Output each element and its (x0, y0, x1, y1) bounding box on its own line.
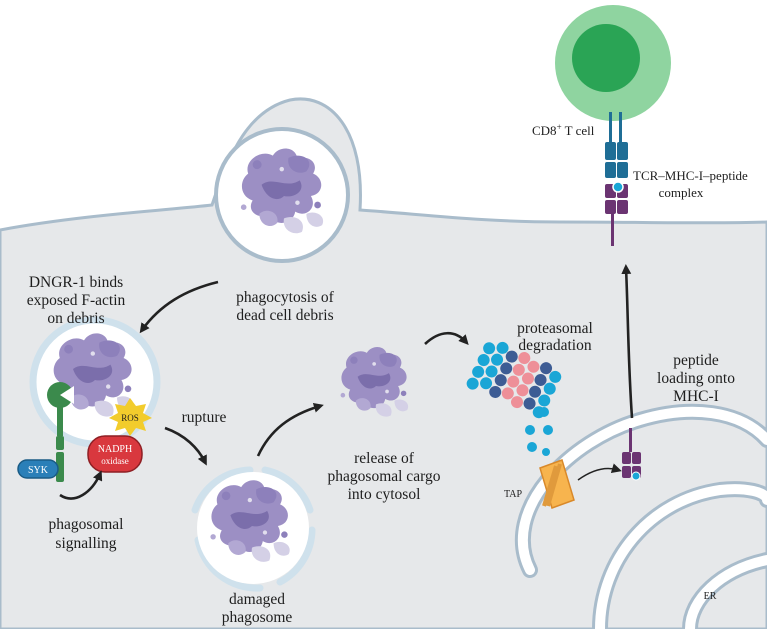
arrow-to-surface (621, 264, 634, 419)
nadph-label-line1: NADPH (98, 444, 132, 455)
er-label: ER (704, 591, 717, 602)
damaged-phagosome-label-line2: phagosome (222, 609, 293, 626)
release-label-line3: into cytosol (348, 486, 421, 503)
signalling-label-line2: signalling (55, 535, 116, 552)
nadph-oxidase-icon (87, 435, 143, 473)
dngr1-label-line2: exposed F-actin (27, 292, 126, 309)
peptide-loading-label-line1: peptide (673, 352, 719, 369)
cd8-t-cell (555, 5, 671, 121)
tap-transporter-icon (539, 459, 575, 509)
syk-icon (17, 459, 59, 479)
ros-label: ROS (121, 413, 139, 423)
signalling-label-line1: phagosomal (49, 516, 124, 533)
damaged-phagosome-label-line1: damaged (229, 591, 285, 608)
tcr-mhc-complex-icon (605, 112, 628, 246)
arrow-to-phagosome (139, 280, 219, 334)
rupture-label: rupture (182, 409, 227, 426)
arrow-phagosomal-signalling (59, 470, 103, 500)
phagocytosis-label-line1: phagocytosis of (236, 289, 335, 306)
proteasomal-label-line2: degradation (518, 337, 591, 354)
phagocytosis-label-line2: dead cell debris (236, 307, 333, 324)
syk-label: SYK (28, 465, 49, 476)
release-label-line1: release of (354, 450, 415, 467)
proteasomal-label-line1: proteasomal (517, 320, 593, 337)
tap-label: TAP (504, 489, 523, 500)
damaged-phagosome (191, 466, 316, 592)
tcr-complex-label-line2: complex (659, 185, 704, 200)
peptide-dots (525, 407, 553, 456)
cd8-t-cell-label: CD8+ T cell (532, 122, 595, 138)
ros-icon (109, 398, 152, 436)
peptide-loading-label-line2: loading onto (657, 370, 735, 387)
nadph-label-line2: oxidase (101, 456, 129, 466)
dngr1-receptor-icon (47, 382, 74, 482)
arrow-rupture (164, 426, 207, 466)
arrow-release (256, 402, 324, 457)
dngr1-label-line1: DNGR-1 binds (29, 274, 123, 291)
mhc-i-icon (622, 428, 641, 481)
arrow-tap-to-mhc (577, 463, 622, 481)
peptide-loading-label-line3: MHC-I (673, 388, 719, 405)
arrow-to-proteasome (424, 331, 469, 345)
release-label-line2: phagosomal cargo (328, 468, 441, 485)
tcr-complex-label-line1: TCR–MHC-I–peptide (633, 168, 748, 183)
proteasome-icon (466, 341, 562, 419)
dngr1-label-line3: on debris (47, 310, 104, 327)
